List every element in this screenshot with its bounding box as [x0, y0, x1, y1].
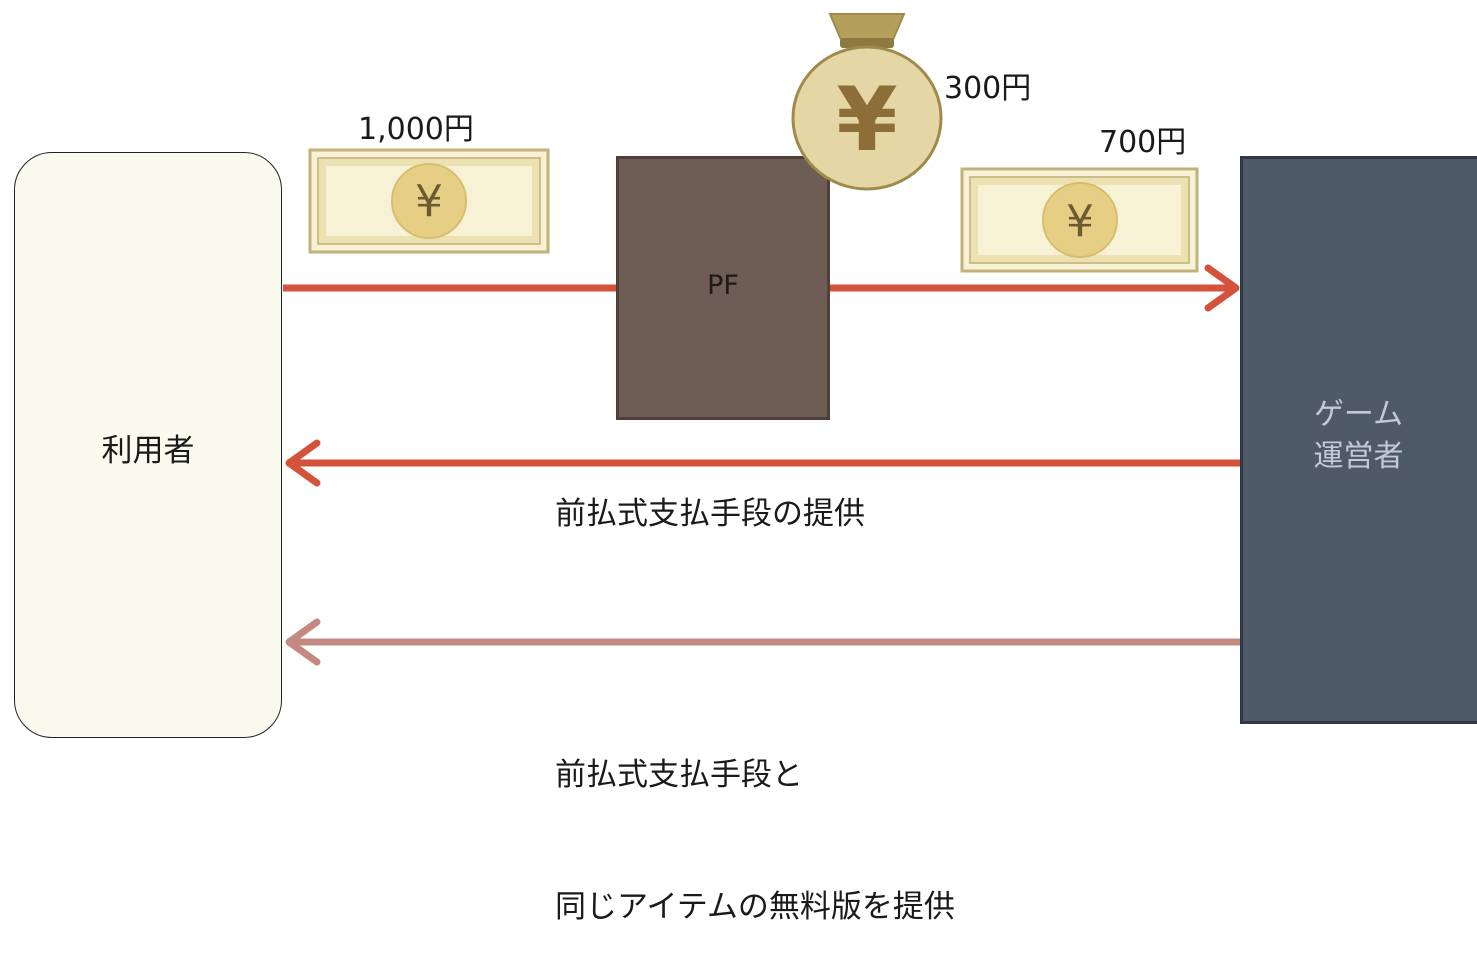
svg-text:¥: ¥	[1066, 196, 1094, 247]
banknote-left-icon: ¥	[308, 148, 550, 254]
svg-text:¥: ¥	[836, 68, 897, 171]
amount-operator-receives: 700円	[1099, 125, 1187, 160]
operator-label: ゲーム 運営者	[1240, 394, 1477, 478]
pf-label: PF	[707, 270, 739, 301]
banknote-right-icon: ¥	[960, 167, 1199, 273]
free-item-label: 前払式支払手段と 同じアイテムの無料版を提供	[555, 665, 955, 973]
amount-pf-fee: 300円	[944, 71, 1032, 106]
user-box	[14, 152, 282, 738]
free-item-label-line2: 同じアイテムの無料版を提供	[555, 889, 955, 925]
amount-user-pays: 1,000円	[358, 112, 474, 147]
free-item-label-line1: 前払式支払手段と	[555, 757, 803, 793]
operator-label-line2: 運営者	[1313, 439, 1404, 474]
payment-arrow	[283, 264, 1240, 312]
user-label: 利用者	[101, 433, 195, 469]
provision-arrow	[285, 439, 1240, 487]
operator-label-line1: ゲーム	[1313, 397, 1404, 432]
free-item-arrow	[285, 618, 1240, 666]
diagram-graphics: ¥ ¥ ¥	[283, 13, 1240, 666]
svg-text:¥: ¥	[415, 176, 443, 227]
money-bag-icon: ¥	[791, 13, 943, 191]
operator-box	[1240, 156, 1477, 724]
prepaid-provision-label: 前払式支払手段の提供	[555, 496, 865, 532]
pf-box	[616, 156, 830, 420]
